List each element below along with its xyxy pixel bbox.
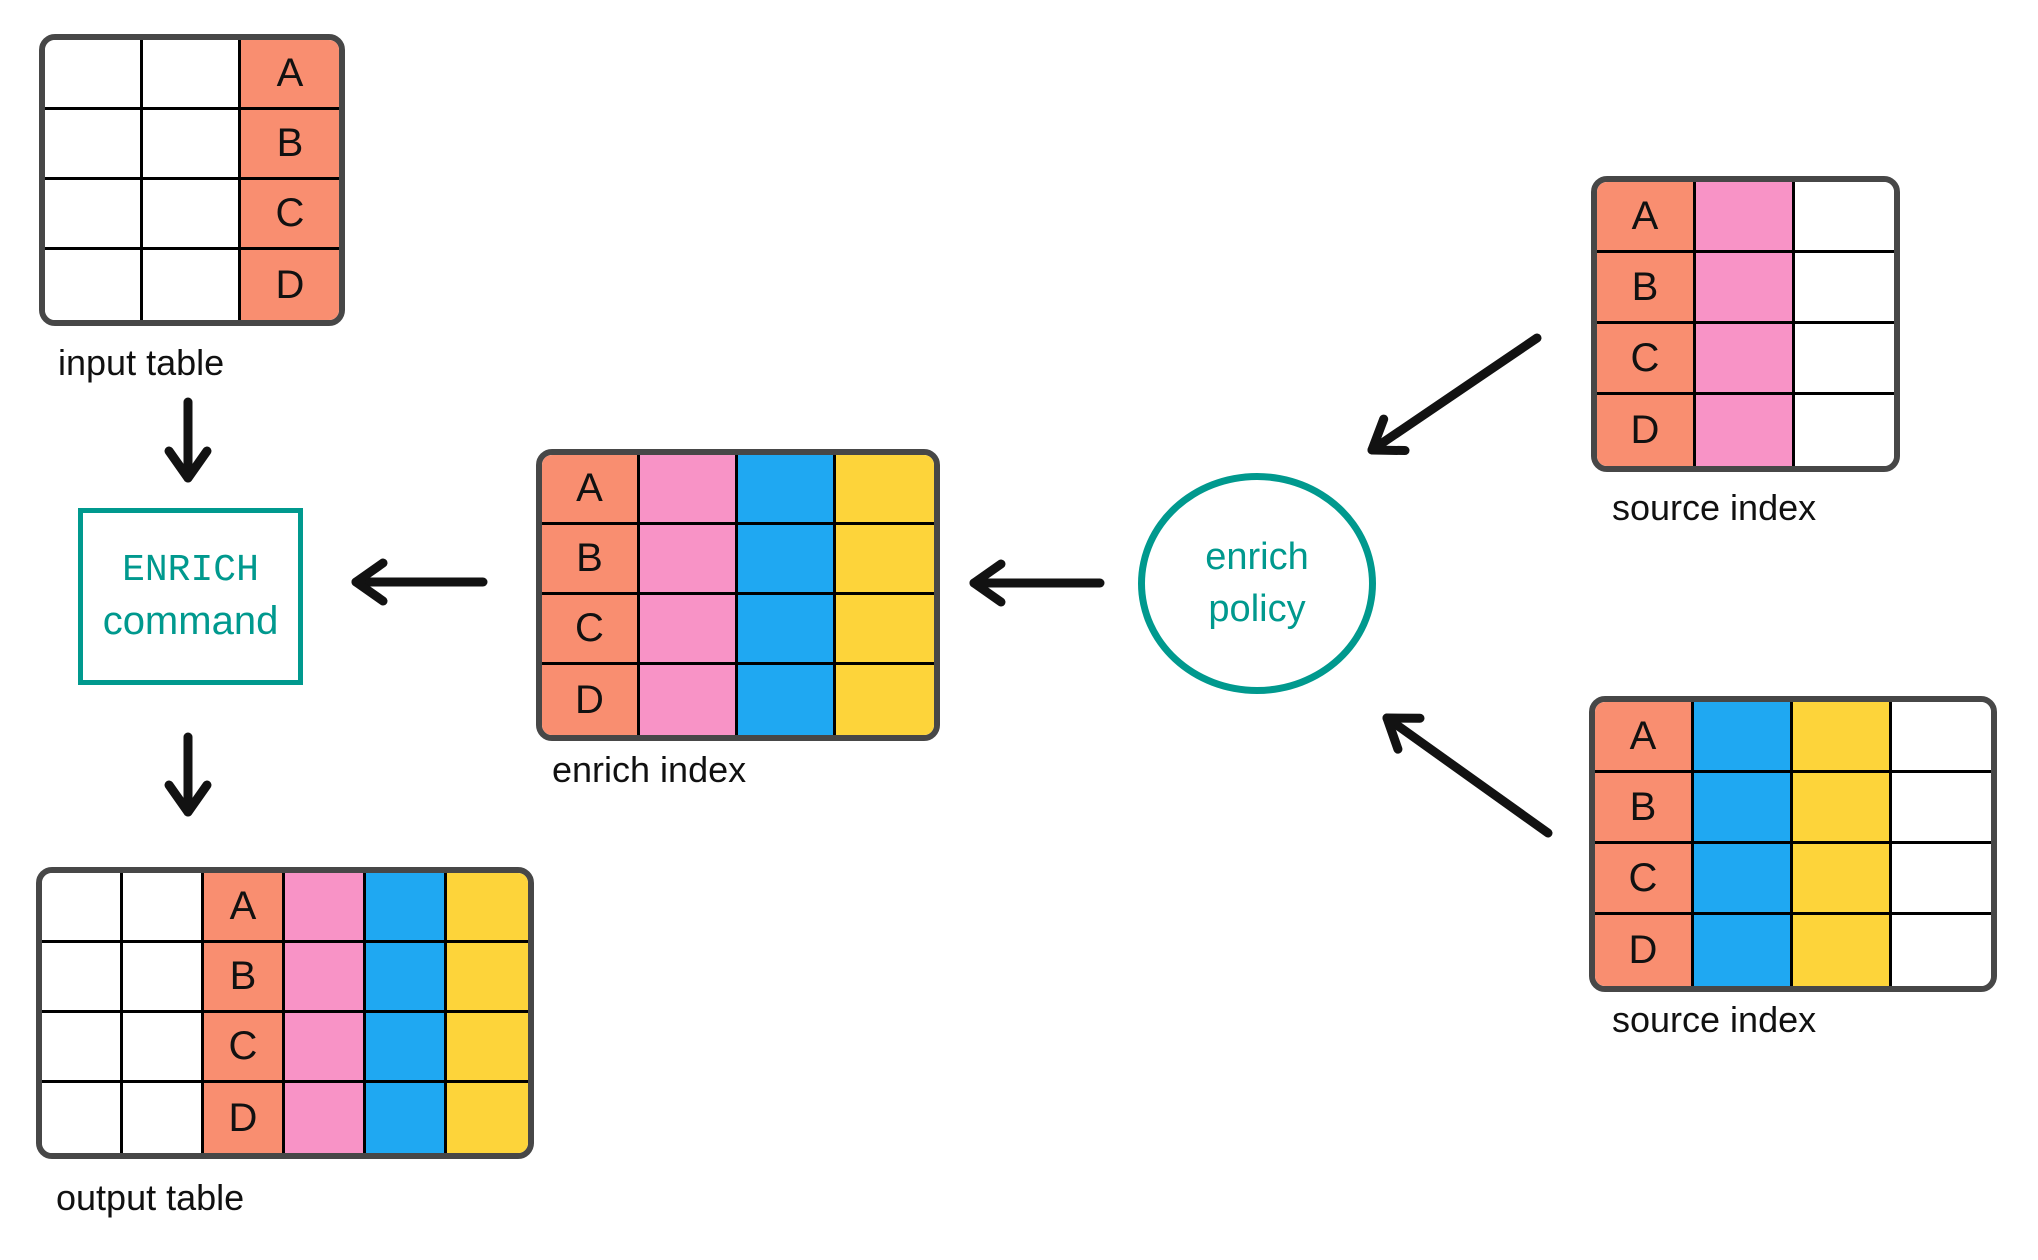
table-cell [123, 1013, 204, 1083]
table-cell [1892, 702, 1991, 773]
table-cell [143, 180, 241, 250]
key-cell: C [542, 595, 640, 665]
table-cell [1694, 844, 1793, 915]
enrich-policy-line2: policy [1208, 587, 1306, 630]
table-cell [1795, 324, 1894, 395]
table-cell [285, 873, 366, 943]
key-cell: C [241, 180, 339, 250]
arrow-source-top-to-policy [1367, 333, 1542, 456]
input-table-label: input table [58, 342, 225, 383]
table-cell [836, 665, 934, 735]
table-cell [738, 525, 836, 595]
table-cell [1892, 773, 1991, 844]
table-cell [447, 943, 528, 1013]
table-cell [42, 873, 123, 943]
table-cell [1793, 702, 1892, 773]
table-cell [640, 595, 738, 665]
table-cell [1694, 915, 1793, 986]
table-cell [738, 595, 836, 665]
table-cell [45, 110, 143, 180]
arrow-source-bottom-to-policy [1382, 713, 1553, 838]
table-cell [285, 1083, 366, 1153]
table-cell [45, 250, 143, 320]
enrich-policy-line1: enrich [1205, 536, 1309, 579]
table-cell [640, 525, 738, 595]
key-cell: C [204, 1013, 285, 1083]
key-cell: A [241, 40, 339, 110]
table-cell [366, 873, 447, 943]
table-cell [366, 1083, 447, 1153]
key-cell: D [204, 1083, 285, 1153]
key-cell: A [1597, 182, 1696, 253]
table-cell [1793, 773, 1892, 844]
enrich-command-line1: ENRICH [122, 548, 259, 592]
key-cell: D [1597, 395, 1696, 466]
enrich-command-line2: command [102, 599, 279, 644]
table-cell [123, 873, 204, 943]
table-cell [285, 1013, 366, 1083]
table-cell [42, 1083, 123, 1153]
source-index-top-label: source index [1612, 487, 1817, 528]
table-cell [45, 40, 143, 110]
key-cell: B [241, 110, 339, 180]
table-cell [1696, 253, 1795, 324]
key-cell: D [542, 665, 640, 735]
key-cell: C [1597, 324, 1696, 395]
source-index-bottom-label: source index [1612, 999, 1817, 1040]
table-cell [1696, 324, 1795, 395]
table-cell [42, 943, 123, 1013]
table-cell [285, 943, 366, 1013]
table-cell [1694, 702, 1793, 773]
table-cell [366, 943, 447, 1013]
table-cell [447, 1013, 528, 1083]
table-cell [1795, 182, 1894, 253]
table-cell [640, 665, 738, 735]
table-cell [447, 873, 528, 943]
table-cell [366, 1013, 447, 1083]
table-cell [836, 455, 934, 525]
key-cell: A [1595, 702, 1694, 773]
table-cell [42, 1013, 123, 1083]
output-table-label: output table [56, 1177, 245, 1218]
table-cell [123, 943, 204, 1013]
table-cell [447, 1083, 528, 1153]
table-cell [836, 595, 934, 665]
table-cell [1892, 915, 1991, 986]
key-cell: B [542, 525, 640, 595]
table-cell [1795, 253, 1894, 324]
table-cell [1696, 182, 1795, 253]
key-cell: D [241, 250, 339, 320]
enrich-command-box: ENRICH command [78, 508, 303, 685]
key-cell: A [204, 873, 285, 943]
table-cell [1793, 915, 1892, 986]
table-cell [1892, 844, 1991, 915]
table-cell [1694, 773, 1793, 844]
table-cell [738, 665, 836, 735]
table-cell [143, 110, 241, 180]
table-cell [45, 180, 143, 250]
table-cell [123, 1083, 204, 1153]
table-cell [738, 455, 836, 525]
key-cell: C [1595, 844, 1694, 915]
key-cell: D [1595, 915, 1694, 986]
table-cell [143, 40, 241, 110]
table-cell [836, 525, 934, 595]
enrich-index-label: enrich index [552, 749, 747, 790]
key-cell: B [204, 943, 285, 1013]
key-cell: B [1597, 253, 1696, 324]
enrich-policy-circle: enrich policy [1138, 473, 1376, 694]
table-cell [1793, 844, 1892, 915]
key-cell: A [542, 455, 640, 525]
key-cell: B [1595, 773, 1694, 844]
table-cell [143, 250, 241, 320]
table-cell [1696, 395, 1795, 466]
table-cell [640, 455, 738, 525]
table-cell [1795, 395, 1894, 466]
